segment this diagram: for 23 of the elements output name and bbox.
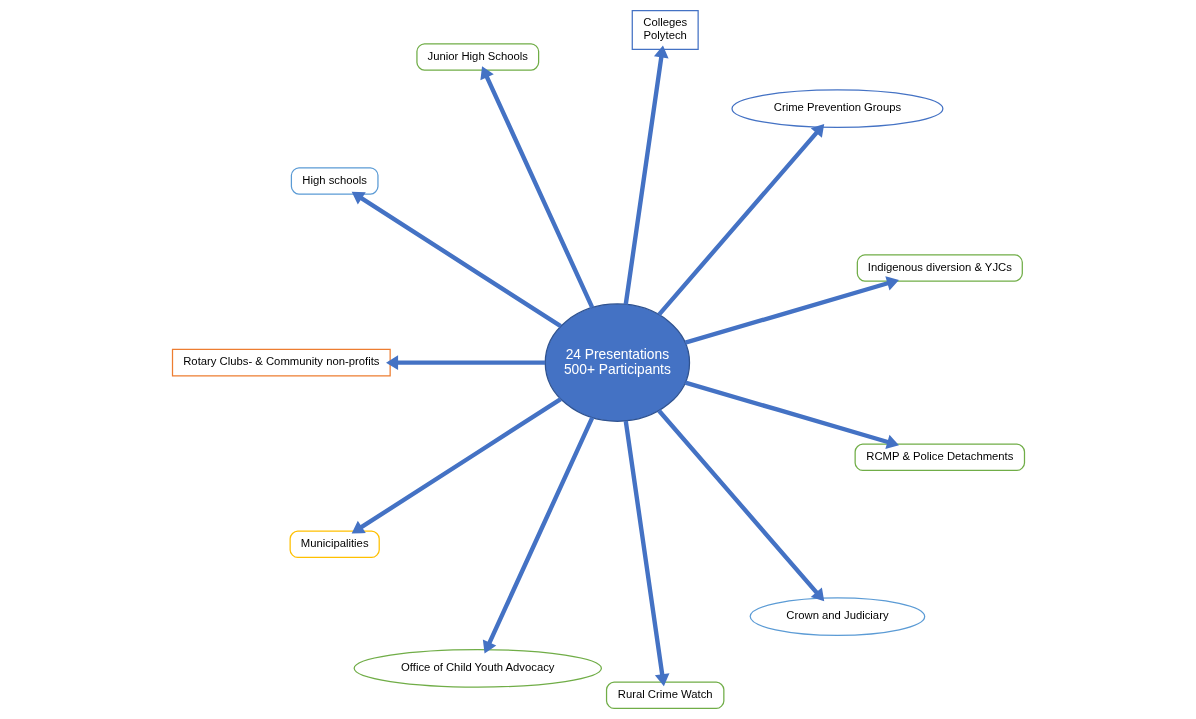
node-ellipse: Crime Prevention Groups: [730, 89, 943, 129]
arrow: [684, 276, 899, 345]
arrow: [623, 420, 669, 687]
node-ellipse: 24 Presentations 500+ Participants: [544, 303, 690, 422]
arrow: [351, 191, 562, 329]
node-box: Junior High Schools: [415, 43, 539, 71]
arrow: [656, 123, 824, 316]
node-box: RCMP & Police Detachments: [854, 443, 1025, 472]
node-box: Rural Crime Watch: [605, 681, 724, 710]
arrow: [684, 380, 899, 449]
node-box: Municipalities: [289, 530, 380, 559]
arrow: [623, 45, 669, 305]
node-box: Colleges Polytech: [631, 9, 699, 51]
node-box: Rotary Clubs- & Community non-profits: [171, 348, 391, 377]
arrow: [479, 66, 594, 309]
node-box: High schools: [290, 167, 379, 195]
arrow: [656, 409, 824, 602]
node-ellipse: Crown and Judiciary: [749, 597, 925, 636]
node-box: Indigenous diversion & YJCs: [856, 254, 1023, 282]
arrow: [351, 397, 562, 534]
arrow: [482, 416, 594, 654]
arrow: [385, 355, 545, 370]
node-ellipse: Office of Child Youth Advocacy: [353, 648, 602, 688]
